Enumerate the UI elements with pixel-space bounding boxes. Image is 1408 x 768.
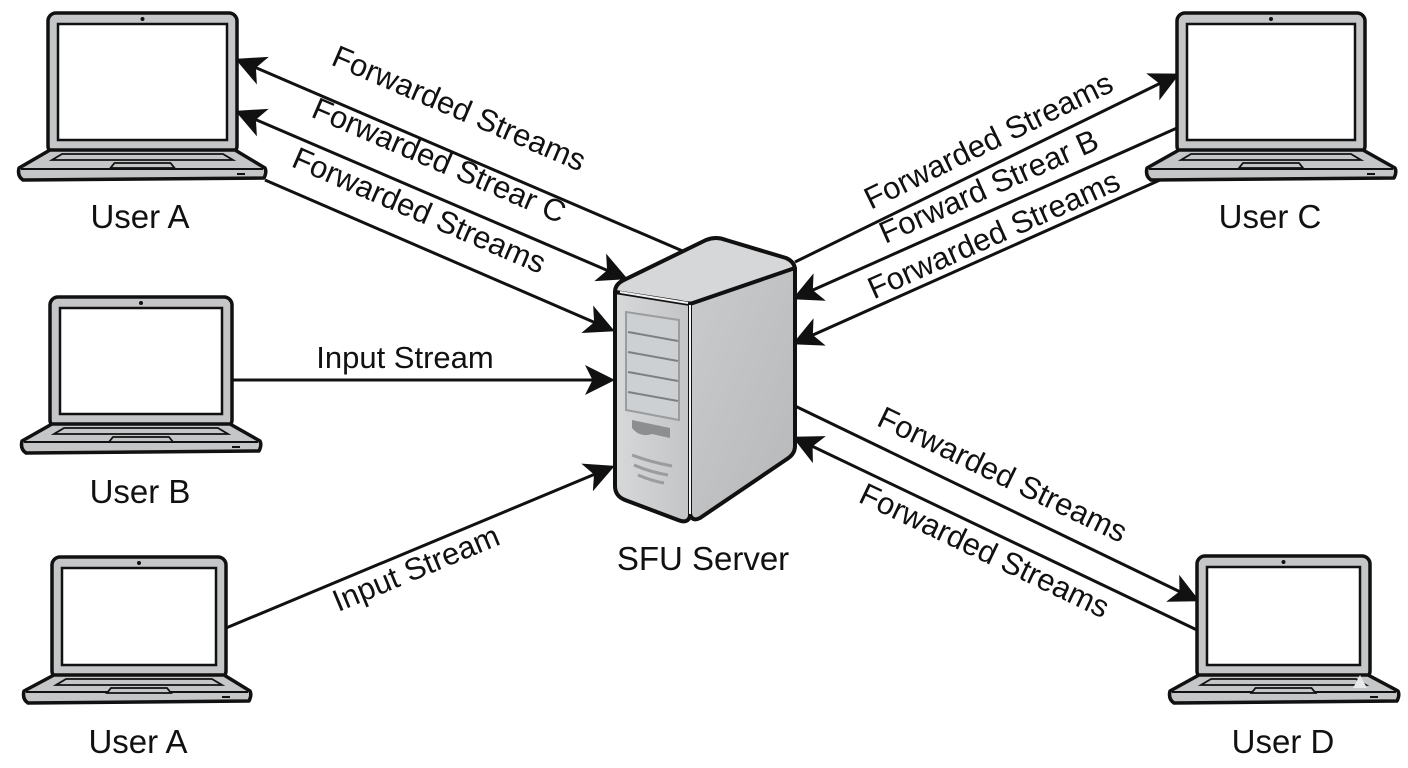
arrow-line <box>794 73 1180 264</box>
laptop-icon <box>16 11 268 182</box>
sfu-server[interactable]: SFU Server <box>613 236 797 577</box>
arrow-line <box>235 108 628 282</box>
node-user-d[interactable]: User D <box>1167 554 1401 760</box>
arrow-line <box>792 436 1198 632</box>
laptops: User A User B User A User C User D <box>16 11 1401 760</box>
node-label: User C <box>1219 198 1322 235</box>
arrow-line <box>794 404 1200 602</box>
arrow-line <box>264 178 615 334</box>
edge-label: Input Stream <box>327 518 504 619</box>
node-user-a-top[interactable]: User A <box>16 11 268 235</box>
node-user-c[interactable]: User C <box>1144 11 1398 235</box>
laptop-icon <box>1144 11 1398 182</box>
edge-e4: Input Stream <box>232 340 615 395</box>
node-label: User A <box>90 198 189 235</box>
arrow-line <box>225 463 615 630</box>
node-user-a-bottom[interactable]: User A <box>21 555 253 760</box>
server-tower-icon <box>613 236 797 524</box>
laptop-icon <box>1167 554 1401 705</box>
node-label: User B <box>90 473 191 510</box>
edge-e2: Forwarded Strear C <box>235 91 628 282</box>
node-user-b[interactable]: User B <box>19 295 263 510</box>
edge-label: Input Stream <box>316 340 493 375</box>
node-label: User A <box>88 723 187 760</box>
server-label: SFU Server <box>617 540 789 577</box>
watermark-icon <box>1353 675 1367 688</box>
edge-e5: Input Stream <box>225 463 615 630</box>
arrow-line <box>792 126 1178 301</box>
node-label: User D <box>1232 723 1335 760</box>
laptop-icon <box>19 295 263 455</box>
laptop-icon <box>21 555 253 705</box>
arrow-line <box>792 178 1161 346</box>
